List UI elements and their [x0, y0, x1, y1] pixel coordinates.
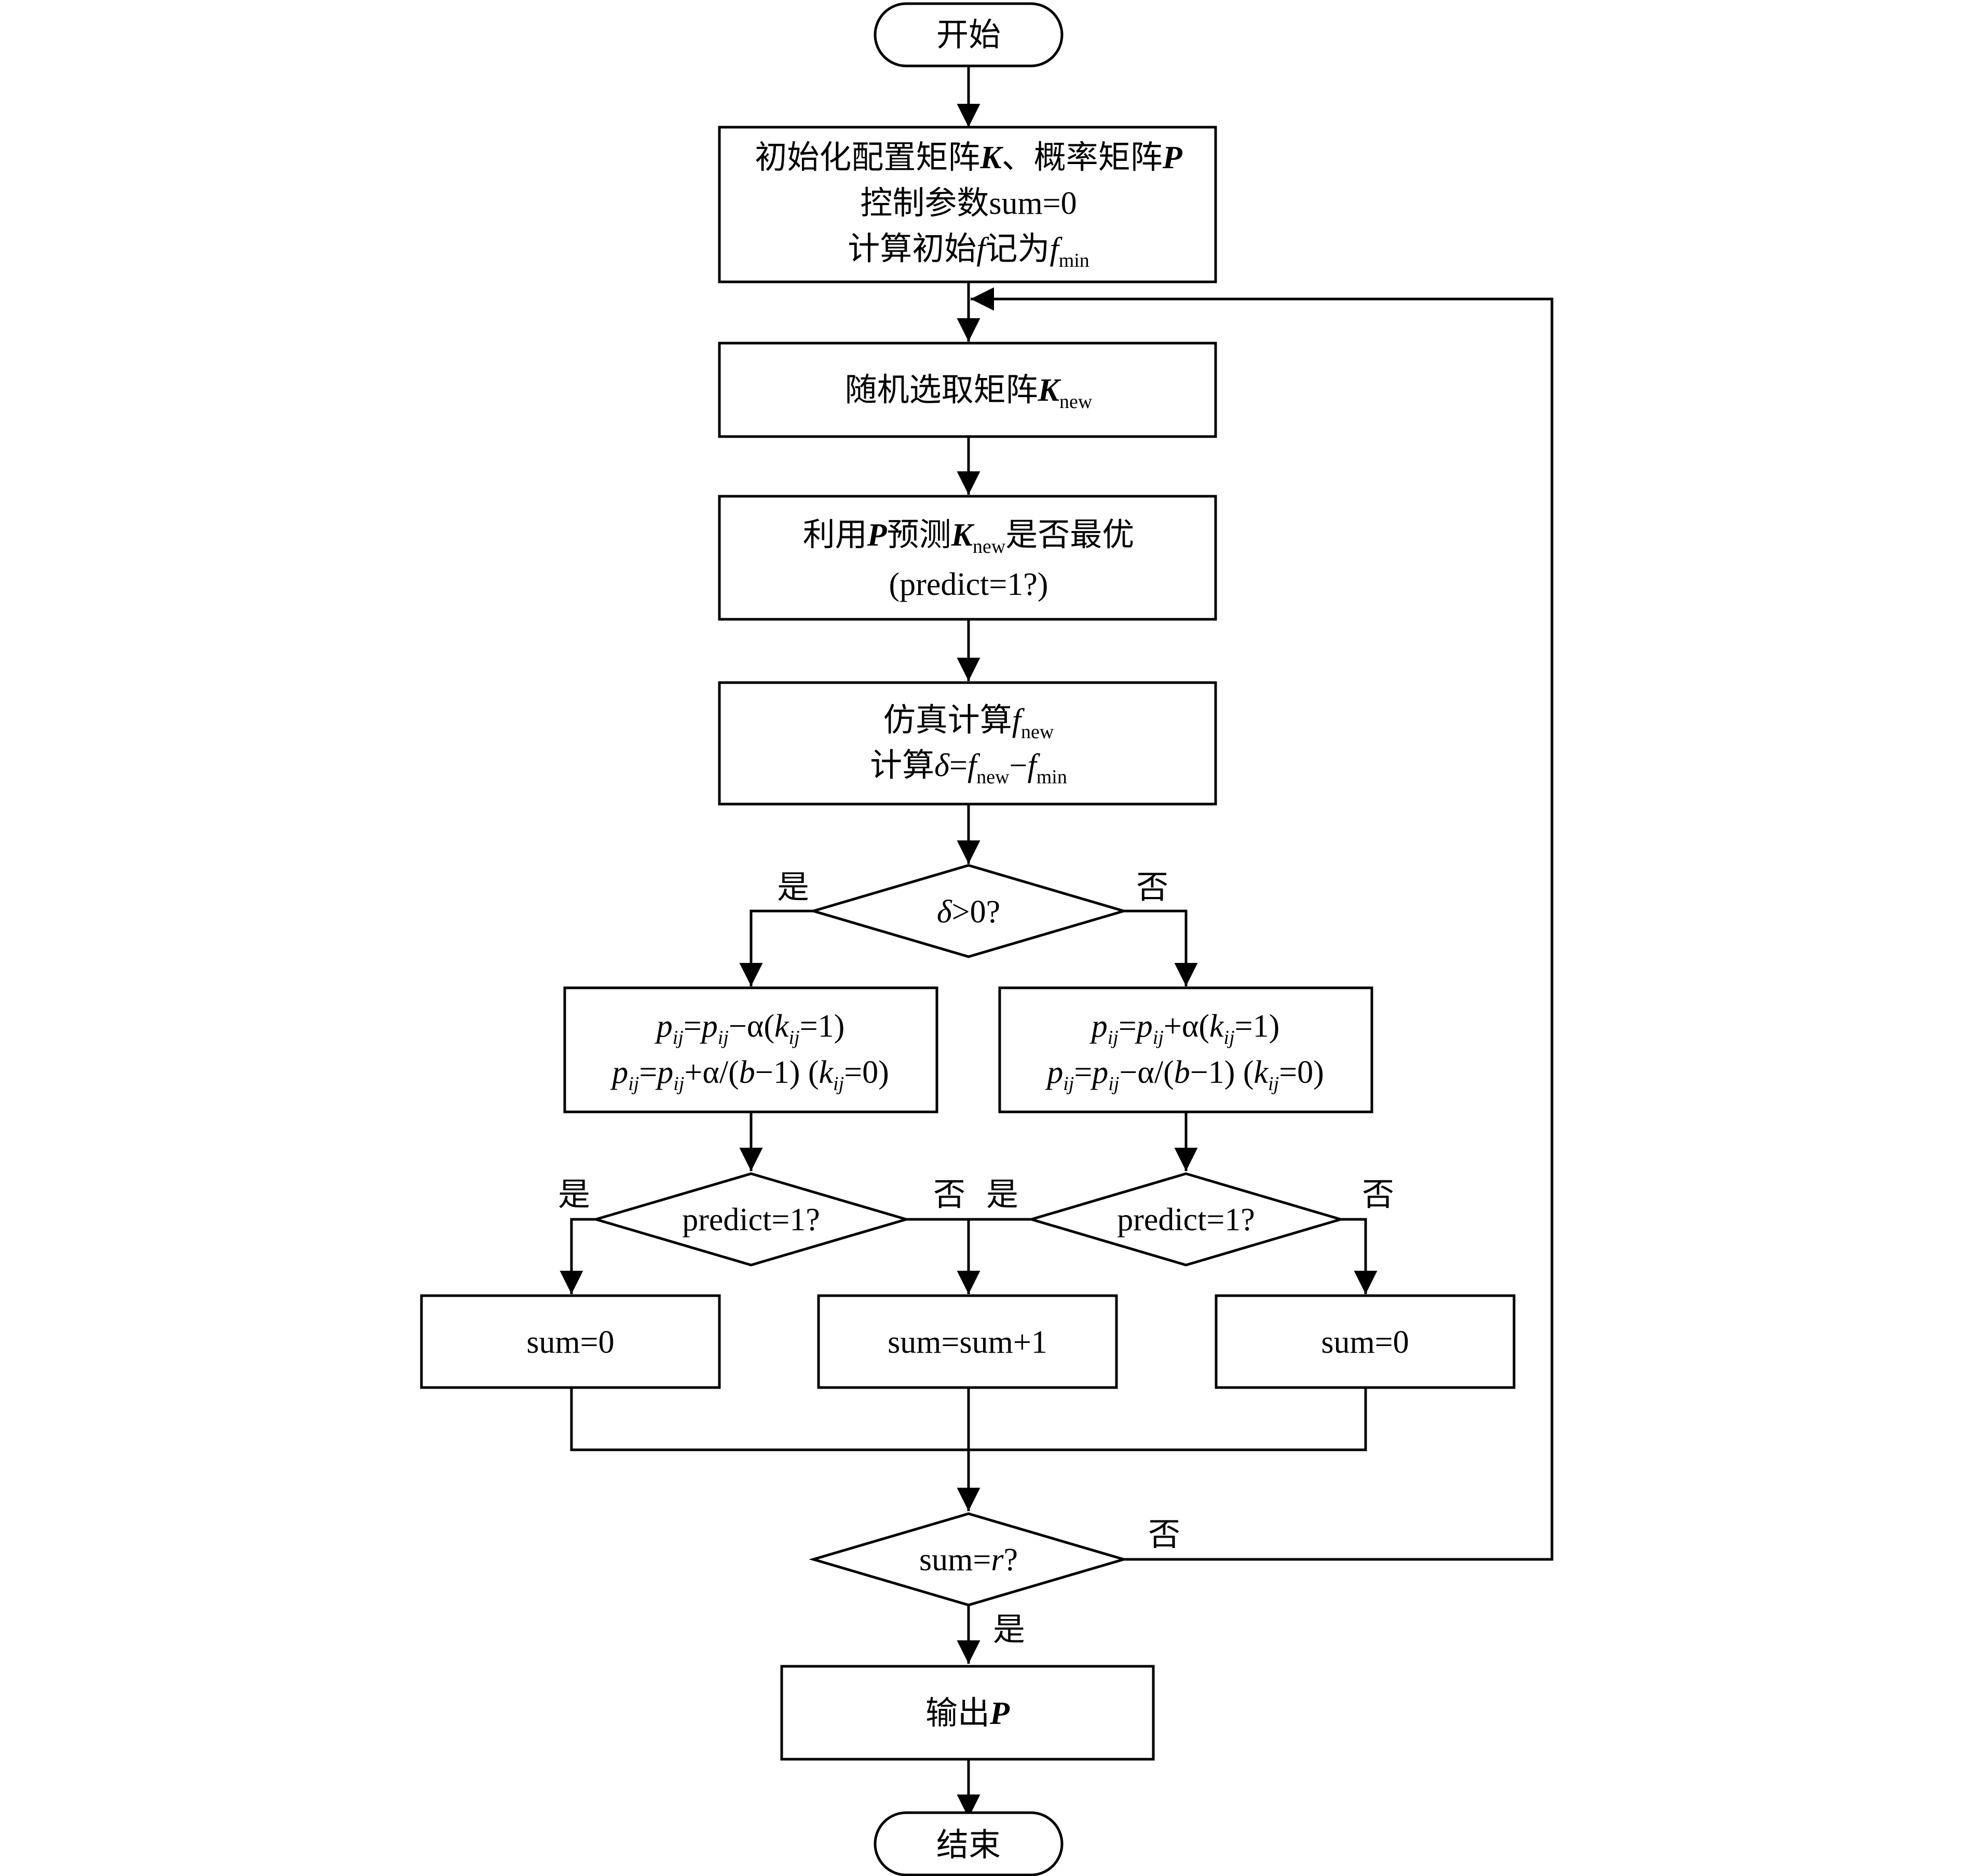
connectors [560, 66, 1554, 1818]
predict-left-no-label: 否 [933, 1177, 965, 1213]
simulate-box: 仿真计算fnew 计算δ=fnew−fmin [718, 681, 1217, 806]
predict-left-yes-label: 是 [558, 1177, 590, 1213]
sum-right-label: sum=0 [1321, 1325, 1409, 1360]
predict-right-decision: predict=1? [1027, 1172, 1345, 1267]
predict-right-label: predict=1? [1117, 1202, 1255, 1238]
start-node: 开始 [874, 2, 1064, 67]
init-line3: 计算初始f记为fmin [848, 232, 1089, 271]
update-left-box: pij=pij−α(kij=1) pij=pij+α/(b−1) (kij=0) [563, 986, 938, 1113]
update-right-box: pij=pij+α(kij=1) pij=pij−α/(b−1) (kij=0) [998, 986, 1373, 1113]
predict-left-label: predict=1? [682, 1202, 820, 1238]
output-box: 输出P [780, 1665, 1155, 1761]
end-node: 结束 [874, 1811, 1064, 1876]
predict-right-yes-label: 是 [986, 1177, 1018, 1213]
arrow-delta-yes-left [739, 909, 813, 986]
delta-no-label: 否 [1136, 870, 1168, 905]
sum-check-yes-label: 是 [993, 1612, 1025, 1648]
sum-mid-label: sum=sum+1 [888, 1325, 1047, 1360]
arrow-predright-no [1341, 1218, 1378, 1294]
delta-yes-label: 是 [777, 870, 809, 905]
end-label: 结束 [936, 1828, 1001, 1863]
update-left-line2: pij=pij+α/(b−1) (kij=0) [610, 1055, 889, 1095]
predict-right-no-label: 否 [1362, 1177, 1394, 1213]
sum-check-label: sum=r? [919, 1542, 1018, 1578]
sum-left-box: sum=0 [420, 1294, 721, 1389]
sum-right-box: sum=0 [1215, 1294, 1516, 1389]
predict-left-decision: predict=1? [591, 1172, 911, 1267]
update-left-line1: pij=pij−α(kij=1) [655, 1009, 845, 1049]
select-box: 随机选取矩阵Knew [718, 342, 1217, 438]
sum-check-decision: sum=r? [809, 1512, 1128, 1607]
start-label: 开始 [936, 18, 1001, 53]
init-line1: 初始化配置矩阵K、概率矩阵P [755, 140, 1182, 175]
output-label: 输出P [925, 1696, 1010, 1731]
delta-decision-label: δ>0? [937, 894, 1000, 930]
arrow-predleft-yes [560, 1218, 596, 1294]
update-right-line2: pij=pij−α/(b−1) (kij=0) [1045, 1055, 1324, 1095]
predict-line2: (predict=1?) [889, 567, 1048, 602]
predict-line1: 利用P预测Knew是否最优 [803, 518, 1135, 558]
sum-left-label: sum=0 [526, 1325, 614, 1360]
init-line2: 控制参数sum=0 [860, 186, 1077, 221]
init-box: 初始化配置矩阵K、概率矩阵P 控制参数sum=0 计算初始f记为fmin [718, 126, 1217, 283]
delta-decision: δ>0? [809, 864, 1128, 958]
predict-box: 利用P预测Knew是否最优 (predict=1?) [718, 495, 1217, 621]
simulate-line1: 仿真计算fnew [883, 703, 1054, 743]
select-label: 随机选取矩阵Knew [845, 373, 1093, 413]
sum-check-no-label: 否 [1148, 1517, 1180, 1553]
simulate-line2: 计算δ=fnew−fmin [870, 748, 1067, 788]
arrow-loop-back [971, 287, 1554, 1561]
update-right-line1: pij=pij+α(kij=1) [1089, 1009, 1280, 1049]
sum-mid-box: sum=sum+1 [817, 1294, 1118, 1389]
arrow-delta-no-right [1124, 909, 1198, 986]
